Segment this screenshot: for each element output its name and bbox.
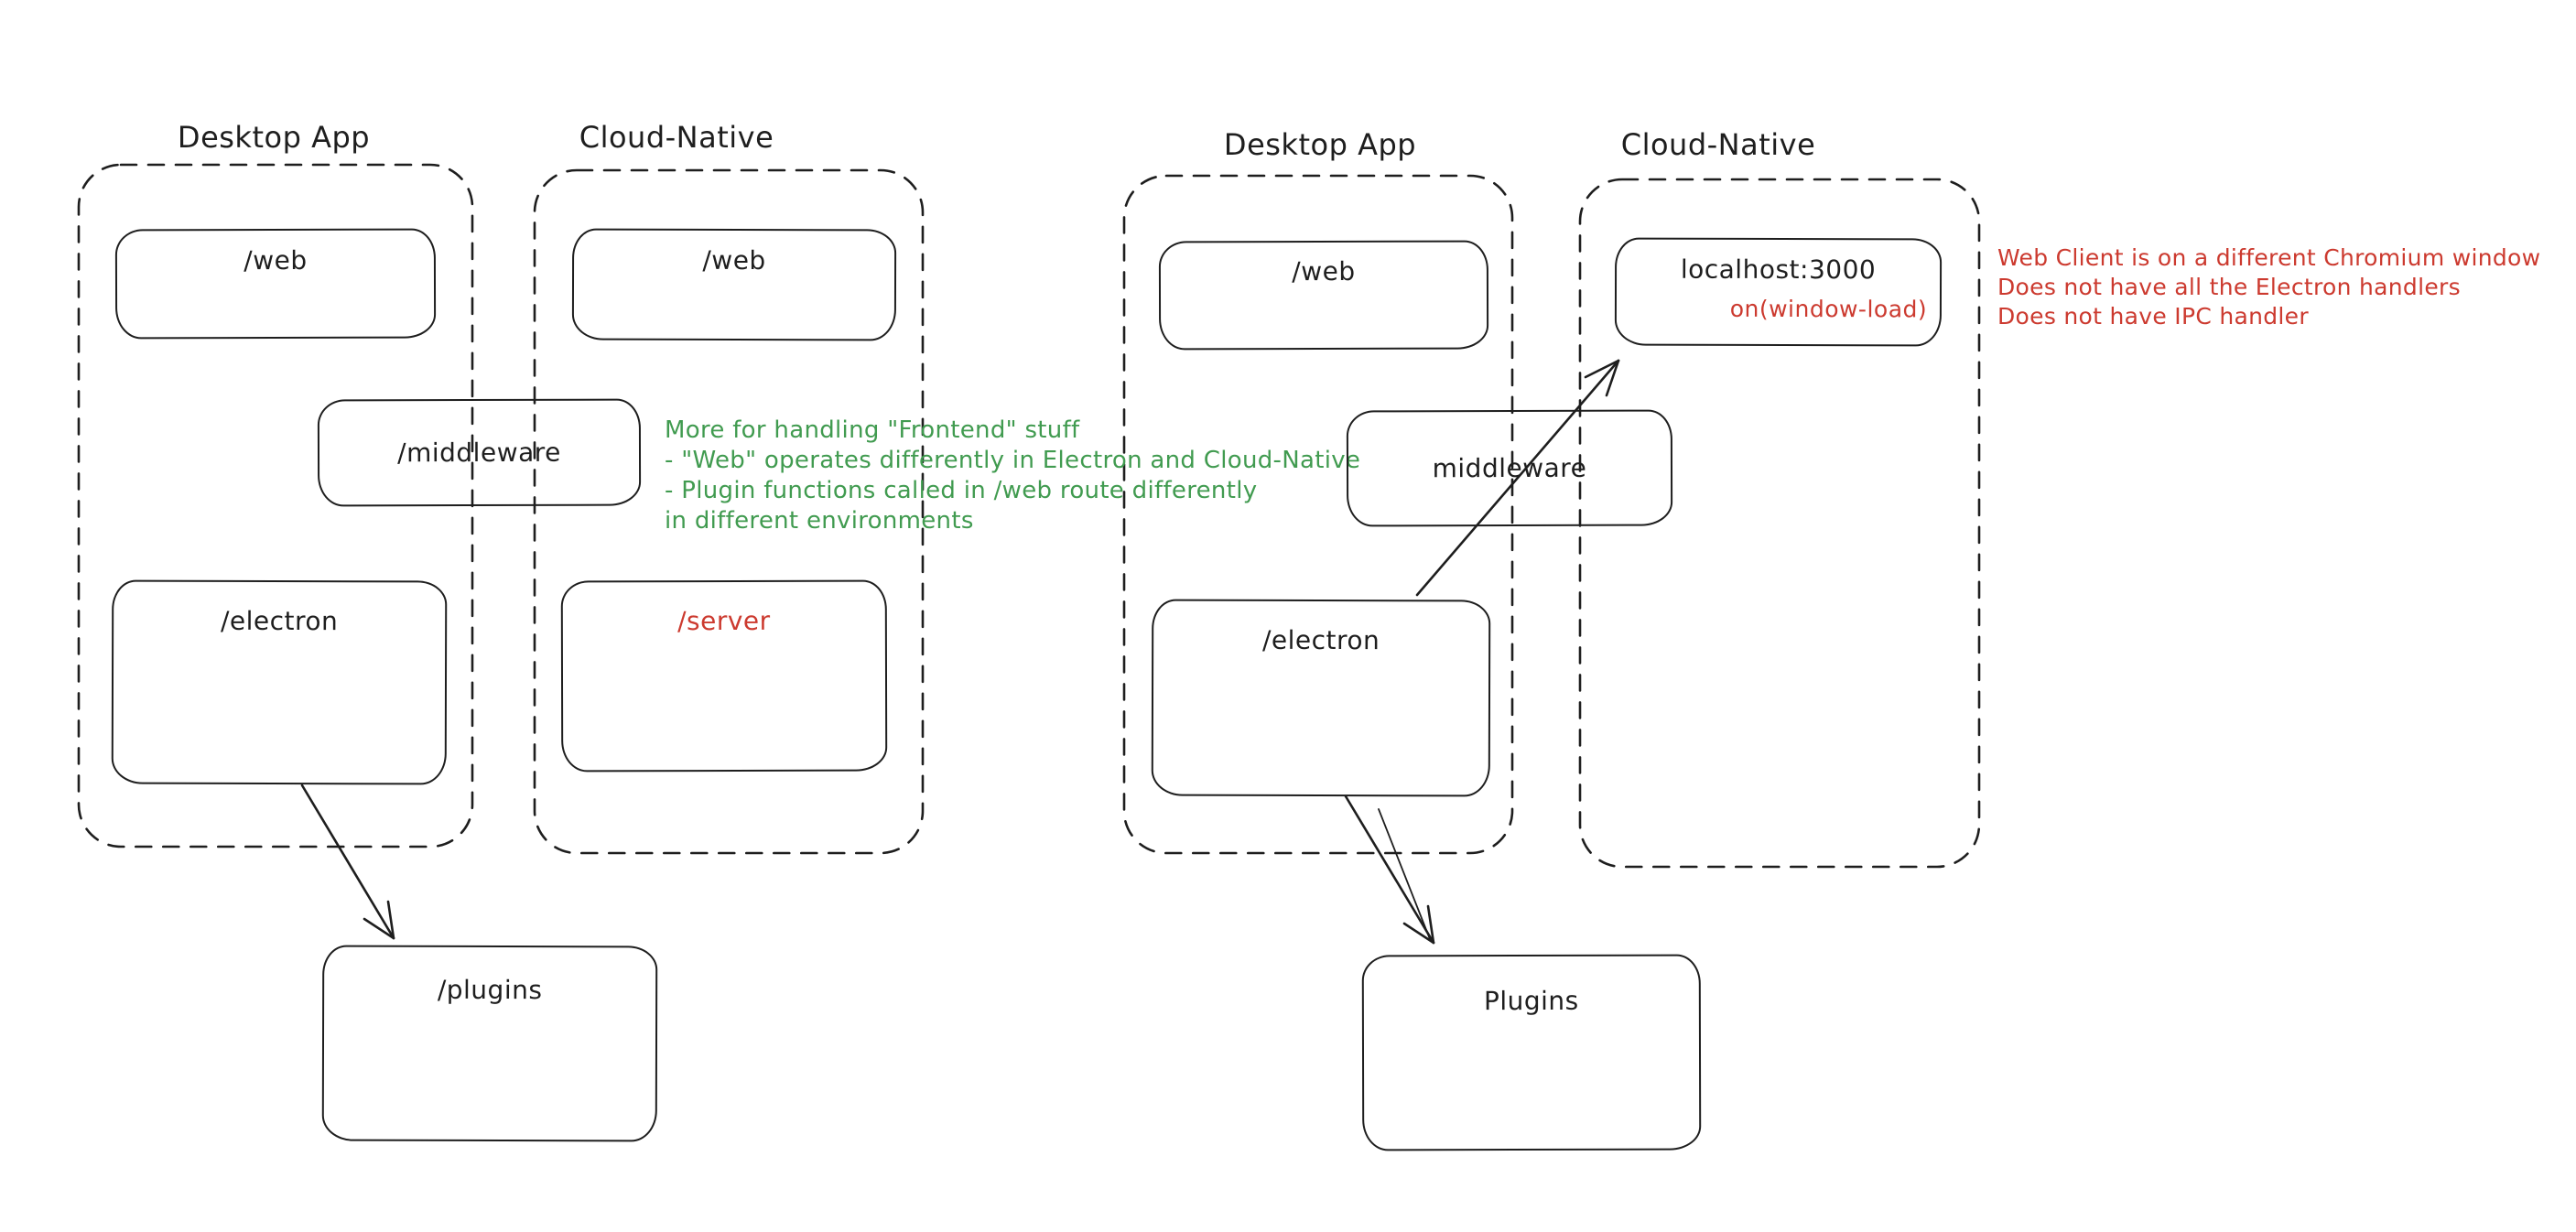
left-cloud-web-box: /web	[571, 228, 897, 341]
right-red-note-line2: Does not have all the Electron handlers	[1997, 274, 2461, 300]
right-electron-label: /electron	[1261, 624, 1380, 656]
right-desktop-app-title: Desktop App	[1223, 127, 1417, 162]
left-green-note-line1: More for handling "Frontend" stuff	[665, 416, 1080, 444]
right-desktop-web-box: /web	[1158, 240, 1489, 351]
right-cloud-native-title: Cloud-Native	[1620, 127, 1816, 162]
right-localhost-box: localhost:3000 on(window-load)	[1614, 237, 1943, 347]
left-cloud-web-label: /web	[702, 244, 766, 276]
left-desktop-app-title: Desktop App	[177, 120, 371, 155]
right-electron-box: /electron	[1151, 599, 1491, 797]
right-middleware-box: middleware	[1346, 409, 1673, 527]
left-cloud-native-title: Cloud-Native	[579, 120, 774, 155]
right-red-note-line3: Does not have IPC handler	[1997, 303, 2309, 330]
right-plugins-label: Plugins	[1483, 985, 1579, 1017]
left-middleware-box: /middleware	[317, 398, 642, 507]
right-red-note-line1: Web Client is on a different Chromium wi…	[1997, 244, 2541, 271]
left-desktop-web-label: /web	[244, 244, 308, 276]
left-green-note-line3: - Plugin functions called in /web route …	[665, 477, 1258, 504]
left-green-note: More for handling "Frontend" stuff - "We…	[665, 416, 1360, 536]
arrow-left-electron-to-plugins	[300, 784, 395, 940]
left-middleware-label: /middleware	[397, 437, 561, 469]
left-plugins-label: /plugins	[437, 974, 543, 1006]
right-localhost-title: localhost:3000	[1680, 254, 1877, 286]
right-plugins-box: Plugins	[1361, 954, 1702, 1151]
left-green-note-line4: in different environments	[665, 507, 974, 535]
right-localhost-event: on(window-load)	[1729, 295, 1928, 323]
left-electron-box: /electron	[111, 579, 448, 785]
arrow-right-electron-to-plugins	[1344, 794, 1435, 945]
left-green-note-line2: - "Web" operates differently in Electron…	[665, 447, 1361, 474]
left-server-label: /server	[677, 605, 771, 637]
left-server-box: /server	[560, 579, 888, 773]
left-electron-label: /electron	[220, 605, 339, 637]
left-desktop-web-box: /web	[114, 228, 437, 340]
right-red-note: Web Client is on a different Chromium wi…	[1997, 243, 2540, 331]
right-desktop-web-label: /web	[1292, 255, 1356, 287]
right-middleware-label: middleware	[1432, 452, 1587, 484]
left-plugins-box: /plugins	[321, 945, 658, 1142]
